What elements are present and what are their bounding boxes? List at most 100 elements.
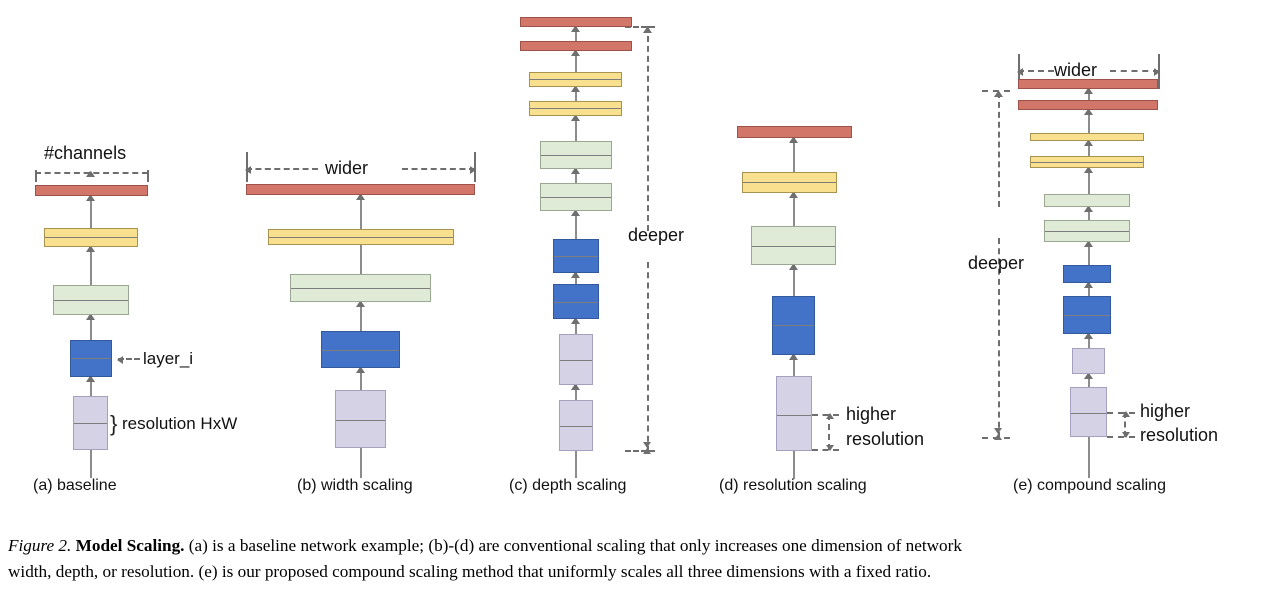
panel-caption-depth-scaling: (c) depth scaling — [509, 477, 627, 494]
block-layer-i-e1 — [1063, 296, 1111, 334]
wider-dash-right-b — [402, 166, 476, 174]
arrow-e-yellow2 — [1084, 140, 1093, 156]
arrow-c-yellow2 — [571, 86, 580, 101]
wider-label-e: wider — [1054, 60, 1098, 80]
block-input-c2 — [559, 334, 593, 385]
arrow-c-input2 — [571, 384, 580, 400]
panel-width-scaling: wider (b) width scaling — [230, 0, 500, 505]
deeper-line-lower-e — [998, 238, 1000, 438]
figure-caption: Figure 2. Model Scaling. (a) is a baseli… — [8, 533, 1272, 585]
arrow-input-to-layer-b — [356, 367, 365, 390]
higher-res-dash-bottom-d — [812, 449, 839, 451]
block-green-c1 — [540, 183, 612, 211]
resolution-label-e: resolution — [1140, 425, 1219, 445]
input-tail-a — [90, 450, 92, 478]
wider-label-b: wider — [325, 158, 369, 178]
block-input-a — [73, 396, 108, 450]
arrow-e-green1 — [1084, 241, 1093, 265]
block-output-e2 — [1018, 79, 1158, 89]
arrow-e-blue1 — [1084, 333, 1093, 348]
block-green-c2 — [540, 141, 612, 169]
arrow-c-green2 — [571, 168, 580, 183]
panel-caption-compound-scaling: (e) compound scaling — [1013, 477, 1166, 494]
layer-i-label-a: layer_i — [143, 349, 194, 368]
block-yellow-c1 — [529, 101, 622, 116]
block-green-e1 — [1044, 220, 1130, 242]
higher-res-dash-top-d — [812, 414, 839, 416]
deeper-label-e: deeper — [968, 253, 1025, 273]
arrow-c-yellow1 — [571, 115, 580, 141]
arrow-e-blue2 — [1084, 282, 1093, 296]
deeper-label-c: deeper — [628, 225, 685, 245]
panel-resolution-scaling: higher resolution (d) resolution scaling — [719, 0, 950, 505]
arrow-e-yellow1 — [1084, 167, 1093, 194]
arrow-d-input-to-blue — [789, 354, 798, 376]
block-input-e2 — [1072, 348, 1105, 374]
resolution-label-a: resolution HxW — [122, 414, 238, 433]
layer-i-pointer-a — [117, 356, 140, 364]
block-green-d — [751, 226, 836, 265]
higher-res-span-e — [1122, 411, 1130, 438]
input-tail-c — [575, 451, 577, 478]
panel-caption-resolution-scaling: (d) resolution scaling — [719, 477, 867, 494]
panel-baseline: #channels } resolution HxW layer_i (a) — [0, 0, 237, 505]
wider-dash-left-b — [245, 166, 318, 174]
higher-label-d: higher — [846, 404, 897, 424]
arrow-d-yellow-to-red — [789, 137, 798, 172]
block-layer-i-d — [772, 296, 815, 355]
block-layer-i-c2 — [553, 239, 599, 273]
arrow-layer-to-green-b — [356, 301, 365, 331]
arrow-c-green1 — [571, 210, 580, 239]
arrow-d-green-to-yellow — [789, 192, 798, 226]
arrow-e-green2 — [1084, 206, 1093, 220]
block-input-d — [776, 376, 812, 451]
deeper-bottom-tick-e — [982, 437, 1010, 439]
block-yellow-e1 — [1030, 156, 1144, 168]
block-input-c1 — [559, 400, 593, 451]
block-green-a — [53, 285, 129, 315]
arrow-yellow-to-red-a — [86, 195, 95, 228]
arrow-c-red2 — [571, 26, 580, 41]
higher-res-dash-bottom-e — [1107, 436, 1135, 438]
block-output-c2 — [520, 17, 632, 27]
block-output-d — [737, 126, 852, 138]
input-tail-d — [793, 451, 795, 479]
deeper-bottom-tick-c — [625, 450, 655, 452]
block-output-a — [35, 185, 148, 196]
arrow-c-blue2 — [571, 272, 580, 284]
deeper-arrow-bottom-e — [994, 428, 1002, 440]
arrow-c-red1 — [571, 50, 580, 72]
arrow-input-to-layer-a — [86, 376, 95, 396]
arrow-yellow-to-red-b — [356, 194, 365, 229]
block-input-e1 — [1070, 387, 1107, 437]
block-green-b — [290, 274, 431, 302]
block-green-e2 — [1044, 194, 1130, 207]
panel-compound-scaling: wider deeper higher resolution — [950, 0, 1280, 505]
arrow-green-to-yellow-a — [86, 246, 95, 285]
deeper-arrow-top-e — [994, 91, 1003, 100]
panel-depth-scaling: deeper — [500, 0, 720, 505]
input-tail-e — [1088, 437, 1090, 478]
channels-label: #channels — [44, 143, 127, 163]
figure-number: Figure 2. — [8, 536, 72, 555]
higher-res-dash-top-e — [1107, 412, 1135, 414]
higher-res-span-d — [826, 413, 834, 451]
block-output-e1 — [1018, 100, 1158, 110]
deeper-line-lower-c — [647, 262, 649, 452]
arrow-c-blue1 — [571, 318, 580, 334]
deeper-line-upper-c — [647, 26, 649, 231]
block-layer-i-a — [70, 340, 112, 377]
block-input-b — [335, 390, 386, 448]
wider-dash-left-e — [1017, 68, 1054, 76]
deeper-line-upper-e — [998, 92, 1000, 207]
caption-line-1: (a) is a baseline network example; (b)-(… — [188, 536, 962, 555]
figure-title: Model Scaling. — [75, 536, 185, 555]
block-yellow-c2 — [529, 72, 622, 87]
channels-bracket-right-tick — [147, 170, 149, 182]
block-output-c1 — [520, 41, 632, 51]
block-layer-i-e2 — [1063, 265, 1111, 283]
resolution-brace-a: } — [110, 411, 118, 436]
block-yellow-b — [268, 229, 454, 245]
higher-label-e: higher — [1140, 401, 1191, 421]
